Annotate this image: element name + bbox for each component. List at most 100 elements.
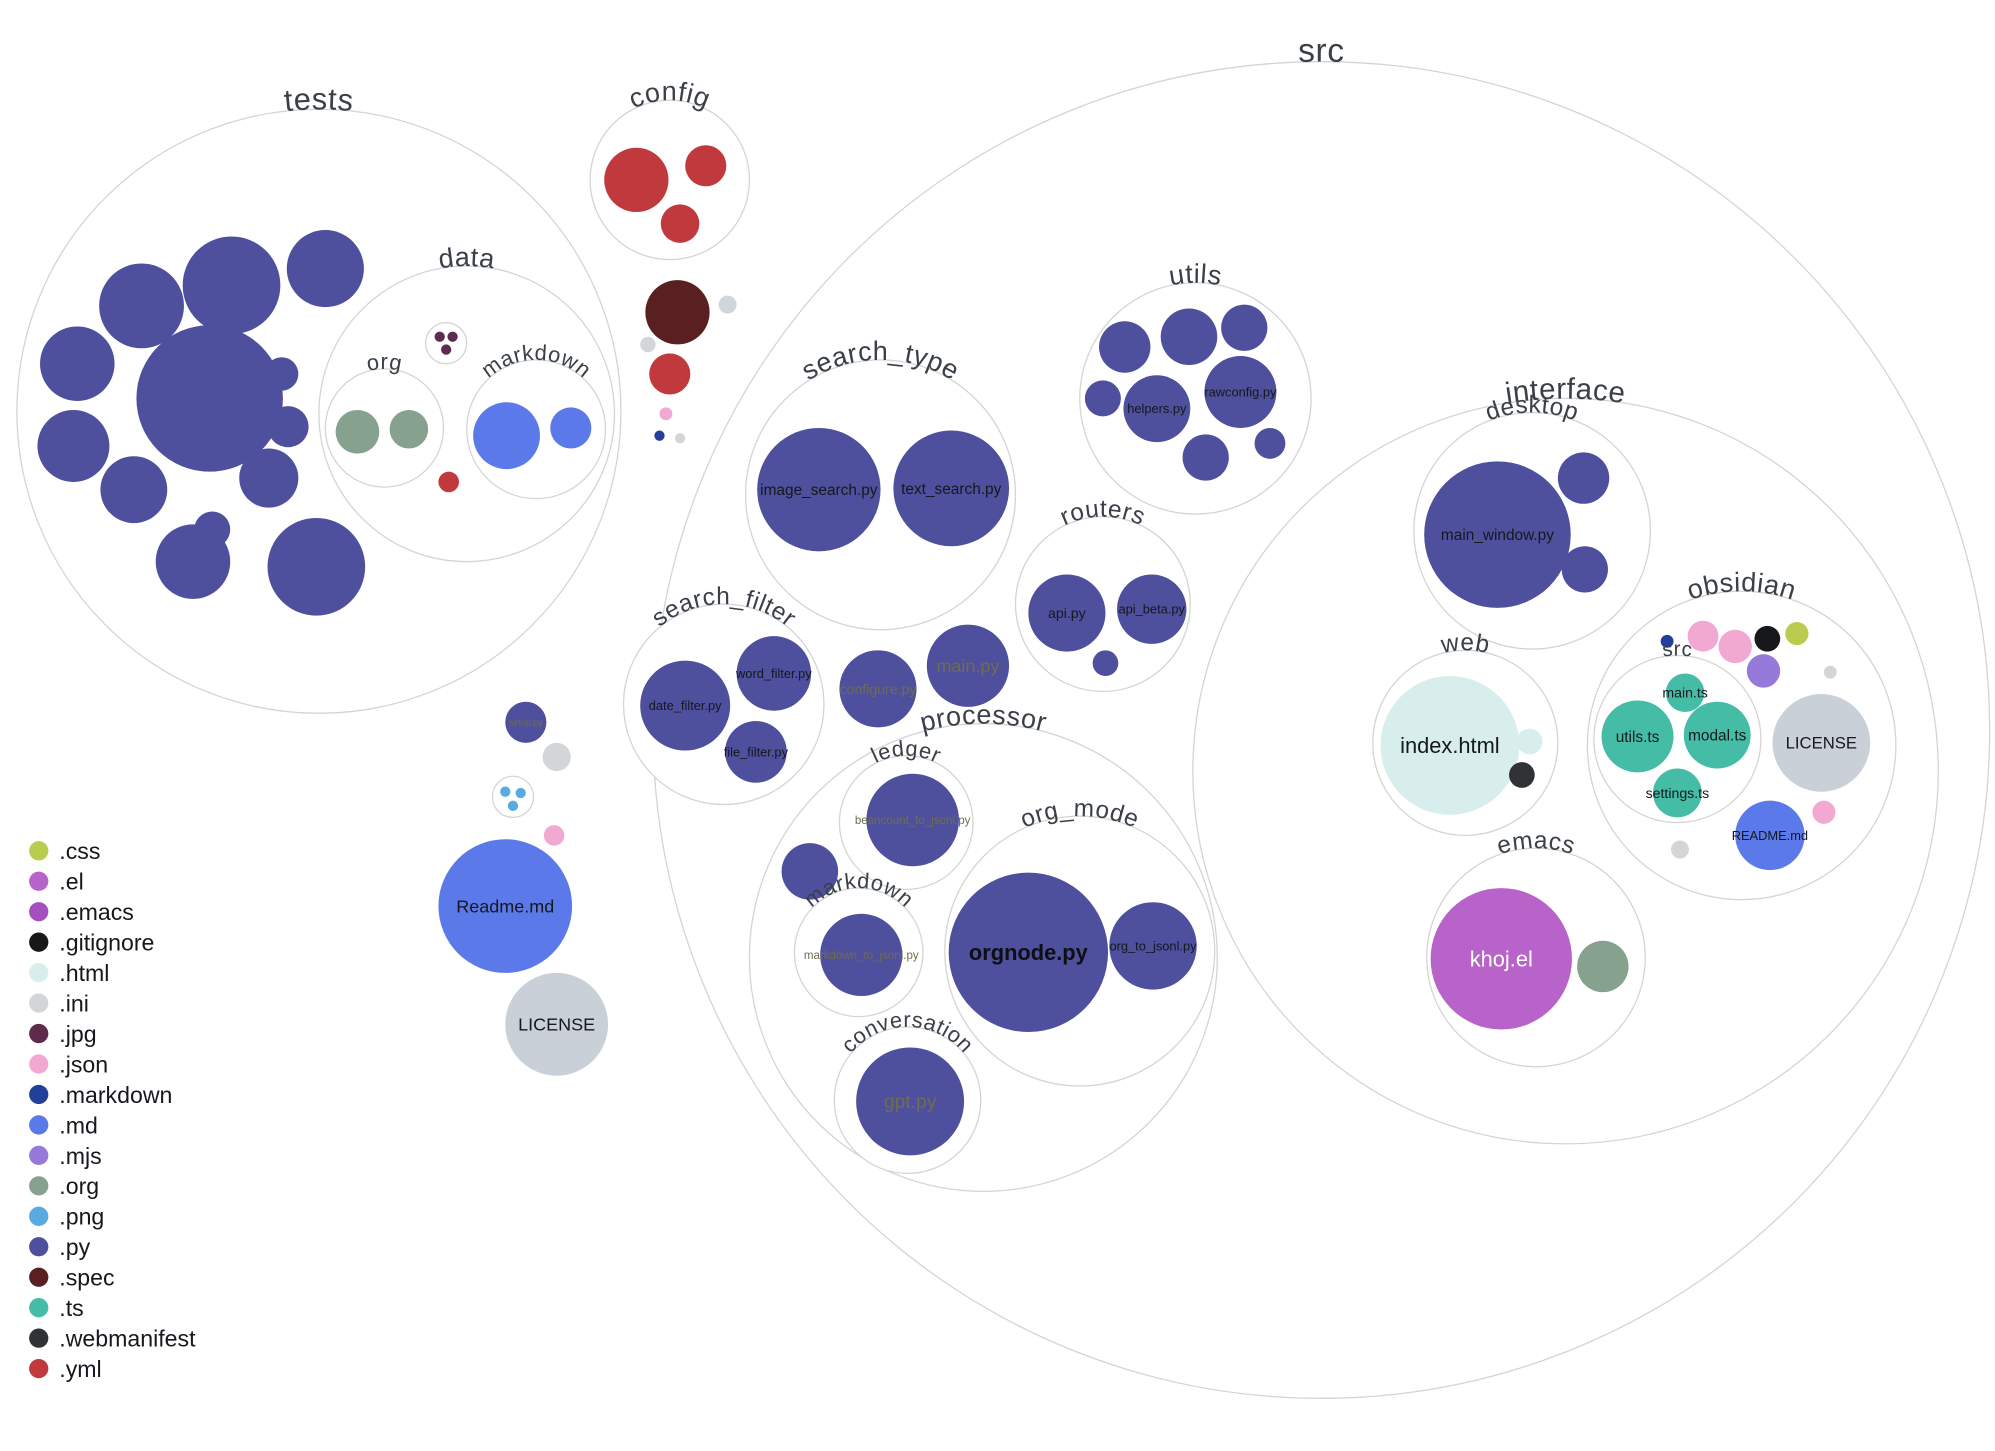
legend-label-.gitignore: .gitignore — [59, 930, 154, 956]
legend-label-.ini: .ini — [59, 990, 89, 1016]
folder-label-web: web — [1438, 629, 1492, 659]
file-circle — [1754, 625, 1781, 652]
file-circle-api.py — [1028, 574, 1106, 652]
folder-circle-search_type — [744, 359, 1017, 631]
file-circle — [182, 236, 281, 335]
legend-label-.webmanifest: .webmanifest — [59, 1326, 196, 1352]
legend-label-.jpg: .jpg — [59, 1021, 96, 1047]
file-circle-date_filter.py — [640, 660, 731, 751]
file-circle-main.ts — [1665, 673, 1705, 713]
legend-swatch-.webmanifest — [29, 1328, 49, 1348]
file-circle — [1182, 434, 1229, 481]
folder-circle-interface — [1192, 397, 1939, 1145]
file-circle-README.md — [1735, 800, 1805, 871]
file-circle — [507, 800, 519, 811]
file-circle-image_search.py — [757, 427, 881, 552]
file-circle — [1509, 762, 1535, 788]
folder-label-org: org — [365, 349, 405, 376]
legend: .css.el.emacs.gitignore.html.ini.jpg.jso… — [29, 838, 196, 1382]
file-circle-api_beta.py — [1117, 574, 1187, 644]
file-circle — [239, 448, 299, 508]
file-circle-rawconfig.py — [1204, 356, 1277, 428]
file-circle-LICENSE — [505, 972, 609, 1076]
file-circle — [1092, 650, 1119, 677]
folder-circle-org — [324, 368, 445, 488]
legend-label-.markdown: .markdown — [59, 1082, 172, 1108]
file-circle — [441, 344, 452, 355]
file-circle — [1670, 840, 1689, 859]
file-circle — [654, 430, 665, 441]
file-circle — [1561, 546, 1608, 593]
folder-circle-unnamed — [424, 321, 468, 365]
legend-swatch-.py — [29, 1237, 49, 1257]
legend-label-.emacs: .emacs — [59, 899, 134, 925]
legend-label-.mjs: .mjs — [59, 1143, 101, 1169]
file-circle — [267, 406, 309, 448]
legend-swatch-.ts — [29, 1298, 49, 1318]
legend-swatch-.png — [29, 1206, 49, 1226]
file-circle — [718, 295, 737, 314]
file-circle — [685, 145, 727, 187]
file-circle-beancount_to_jsonl.py — [866, 773, 959, 867]
file-circle — [1516, 728, 1543, 755]
file-circle — [99, 263, 184, 349]
folder-circle-unnamed — [491, 775, 535, 819]
file-circle — [645, 280, 710, 345]
legend-swatch-.md — [29, 1115, 49, 1135]
file-circle — [550, 407, 592, 449]
legend-label-.el: .el — [59, 869, 83, 895]
legend-swatch-.yml — [29, 1358, 49, 1379]
file-circle-main_window.py — [1424, 461, 1571, 608]
file-circle — [500, 786, 511, 797]
file-circle — [674, 433, 686, 444]
file-circle-setup.py — [505, 701, 547, 743]
file-circle — [659, 407, 673, 421]
file-circle — [660, 204, 700, 243]
legend-label-.json: .json — [59, 1051, 108, 1077]
legend-swatch-.css — [29, 841, 49, 861]
file-circle-settings.ts — [1652, 768, 1702, 818]
legend-swatch-.org — [29, 1176, 49, 1196]
file-circle — [473, 402, 540, 470]
legend-swatch-.gitignore — [29, 932, 49, 952]
file-circle — [543, 825, 565, 846]
folder-label-src: src — [1298, 33, 1345, 70]
legend-label-.org: .org — [59, 1173, 99, 1199]
folder-label-interface: interface — [1503, 373, 1628, 411]
file-circle-main.py — [926, 624, 1010, 707]
file-circle — [1254, 427, 1286, 459]
legend-swatch-.mjs — [29, 1145, 49, 1166]
file-circle — [434, 331, 445, 342]
file-circle-khoj.el — [1430, 888, 1572, 1030]
file-circle — [1577, 940, 1629, 993]
file-circle — [438, 471, 459, 493]
folder-label-src: src — [1661, 637, 1693, 661]
legend-swatch-.emacs — [29, 902, 49, 922]
folder-label-data: data — [437, 242, 497, 274]
file-circle — [267, 517, 366, 616]
file-circle — [640, 336, 656, 353]
legend-swatch-.markdown — [29, 1084, 49, 1105]
file-circle — [1812, 800, 1836, 824]
file-circle — [1718, 629, 1752, 664]
file-circles — [37, 145, 1871, 1156]
legend-swatch-.jpg — [29, 1023, 49, 1044]
file-circle-utils.ts — [1601, 700, 1674, 773]
file-circle — [1084, 380, 1121, 417]
file-circle — [1099, 321, 1151, 373]
legend-swatch-.json — [29, 1054, 49, 1074]
file-circle-word_filter.py — [736, 636, 812, 711]
file-circle — [515, 787, 526, 799]
file-circle-LICENSE — [1772, 694, 1871, 792]
file-circle — [1746, 654, 1781, 688]
folder-circle-src — [1593, 654, 1762, 824]
file-circle — [335, 409, 380, 454]
file-circle-helpers.py — [1123, 375, 1191, 443]
legend-swatch-.el — [29, 871, 49, 891]
file-circle-org_to_jsonl.py — [1109, 902, 1197, 990]
legend-label-.css: .css — [59, 838, 100, 864]
file-circle — [136, 325, 283, 472]
file-circle — [264, 357, 299, 391]
